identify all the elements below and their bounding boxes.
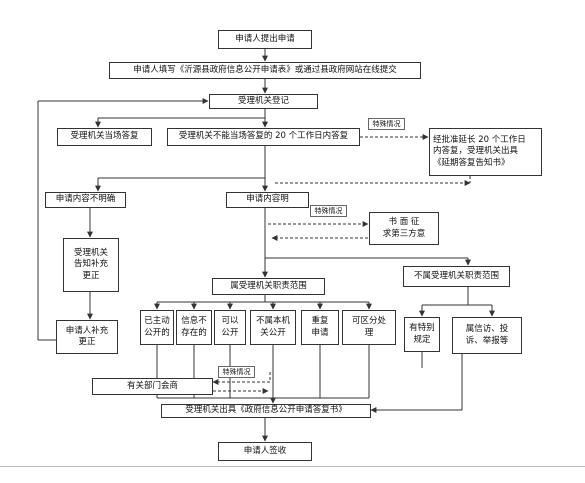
- node-submit: 申请人填写《沂源县政府信息公开申请表》或通过县政府网站在线提交: [109, 62, 421, 79]
- node-register: 受理机关登记: [209, 94, 318, 109]
- node-start: 申请人提出申请: [218, 30, 312, 49]
- special-case-note-consult: 特殊情况: [218, 366, 255, 378]
- node-published: 已主动 公开的: [140, 310, 174, 345]
- node-unclear: 申请内容不明确: [45, 192, 126, 208]
- node-not-exist: 信息不 存在的: [176, 310, 212, 345]
- node-consult: 有关部门会商: [92, 378, 213, 395]
- special-case-note-extend: 特殊情况: [368, 118, 405, 130]
- node-can-disclose: 可以 公开: [214, 310, 246, 345]
- node-separable: 可区分处 理: [342, 310, 396, 345]
- node-sign: 申请人签收: [218, 442, 312, 461]
- node-duplicate: 重复 申请: [301, 310, 339, 345]
- node-reply-now: 受理机关当场答复: [57, 128, 152, 146]
- node-petition: 属信访、投 诉、举报等: [452, 317, 522, 354]
- node-clear: 申请内容明: [226, 192, 309, 208]
- node-notify-supplement: 受理机关 告知补充 更正: [63, 238, 119, 292]
- page-bottom-divider: [0, 466, 585, 467]
- node-special-rule: 有特别 规定: [404, 317, 440, 352]
- node-third-party: 书 面 征 求第三方意: [369, 212, 439, 245]
- node-applicant-supplement: 申请人补充 更正: [56, 320, 118, 354]
- special-case-note-third-party: 特殊情况: [310, 205, 347, 217]
- node-not-body: 不属本机 关公开: [250, 310, 296, 345]
- node-reply-form: 受理机关出具《政府信息公开申请答复书》: [161, 404, 371, 418]
- node-extend: 经批准延长 20 个工作日 内答复，受理机关出具 《延期答复告知书》: [429, 128, 542, 176]
- node-out-scope: 不属受理机关职责范围: [403, 266, 510, 287]
- node-in-scope: 属受理机关职责范围: [212, 278, 325, 295]
- node-reply-20: 受理机关不能当场答复的 20 个工作日内答复: [167, 128, 360, 146]
